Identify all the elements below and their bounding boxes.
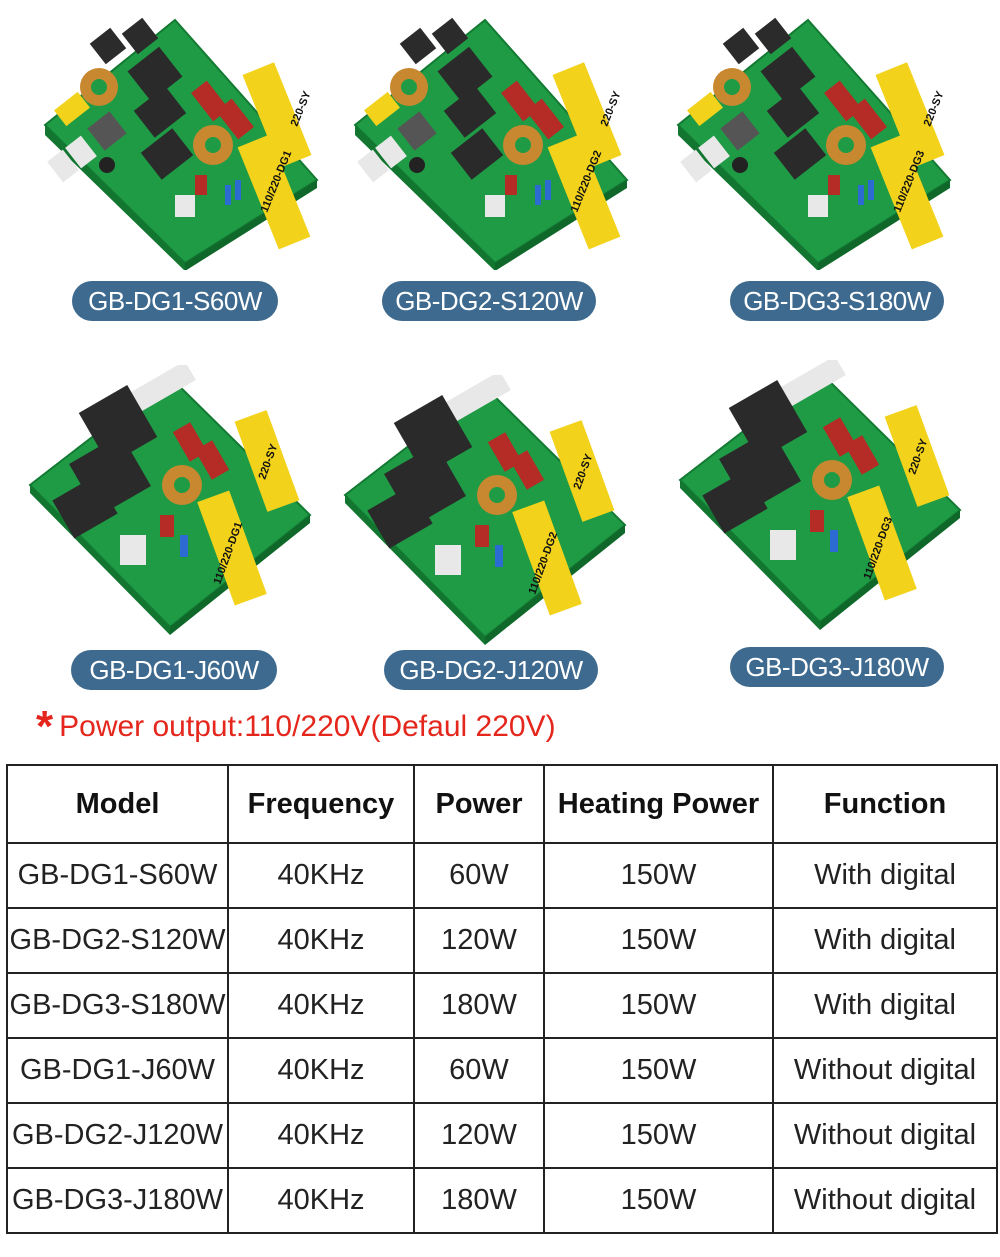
table-row: GB-DG1-S60W 40KHz 60W 150W With digital (6, 842, 998, 909)
cell-function: Without digital (772, 1037, 998, 1104)
cell-heating-power: 150W (543, 1037, 774, 1104)
cell-function: With digital (772, 842, 998, 909)
asterisk-icon: * (36, 702, 54, 751)
cell-frequency: 40KHz (227, 907, 415, 974)
cell-heating-power: 150W (543, 842, 774, 909)
product-label: GB-DG1-J60W (71, 650, 277, 690)
cell-heating-power: 150W (543, 1102, 774, 1169)
header-function: Function (772, 764, 998, 844)
cell-model: GB-DG2-J120W (6, 1102, 229, 1169)
cell-power: 60W (413, 842, 545, 909)
cell-function: Without digital (772, 1102, 998, 1169)
table-row: GB-DG2-S120W 40KHz 120W 150W With digita… (6, 907, 998, 974)
cell-power: 120W (413, 1102, 545, 1169)
cell-model: GB-DG3-J180W (6, 1167, 229, 1234)
header-power: Power (413, 764, 545, 844)
header-heating-power: Heating Power (543, 764, 774, 844)
cell-model: GB-DG2-S120W (6, 907, 229, 974)
table-header-row: Model Frequency Power Heating Power Func… (6, 764, 998, 844)
cell-frequency: 40KHz (227, 1167, 415, 1234)
cell-model: GB-DG1-J60W (6, 1037, 229, 1104)
table-row: GB-DG3-J180W 40KHz 180W 150W Without dig… (6, 1167, 998, 1234)
board-image-gb-dg3-j180w: 110/220-DG3 220-SY (670, 360, 970, 635)
cell-power: 180W (413, 1167, 545, 1234)
board-image-gb-dg1-s60w: 110/220-DG1 220-SY (35, 5, 325, 270)
product-label: GB-DG3-J180W (730, 647, 944, 687)
product-label: GB-DG1-S60W (72, 281, 278, 321)
cell-function: With digital (772, 907, 998, 974)
cell-function: Without digital (772, 1167, 998, 1234)
cell-heating-power: 150W (543, 907, 774, 974)
header-model: Model (6, 764, 229, 844)
cell-frequency: 40KHz (227, 1037, 415, 1104)
table-row: GB-DG3-S180W 40KHz 180W 150W With digita… (6, 972, 998, 1039)
cell-heating-power: 150W (543, 972, 774, 1039)
product-label: GB-DG2-S120W (382, 281, 596, 321)
cell-frequency: 40KHz (227, 972, 415, 1039)
cell-power: 180W (413, 972, 545, 1039)
cell-frequency: 40KHz (227, 1102, 415, 1169)
cell-heating-power: 150W (543, 1167, 774, 1234)
table-row: GB-DG1-J60W 40KHz 60W 150W Without digit… (6, 1037, 998, 1104)
table-row: GB-DG2-J120W 40KHz 120W 150W Without dig… (6, 1102, 998, 1169)
product-label: GB-DG3-S180W (730, 281, 944, 321)
cell-power: 60W (413, 1037, 545, 1104)
product-label: GB-DG2-J120W (384, 650, 598, 690)
cell-power: 120W (413, 907, 545, 974)
board-image-gb-dg2-s120w: 110/220-DG2 220-SY (345, 5, 635, 270)
spec-table: Model Frequency Power Heating Power Func… (6, 764, 998, 1234)
cell-model: GB-DG1-S60W (6, 842, 229, 909)
cell-function: With digital (772, 972, 998, 1039)
board-image-gb-dg2-j120w: 110/220-DG2 220-SY (335, 375, 635, 650)
header-frequency: Frequency (227, 764, 415, 844)
board-image-gb-dg3-s180w: 110/220-DG3 220-SY (668, 5, 958, 270)
power-output-text: Power output:110/220V(Defaul 220V) (59, 710, 556, 743)
board-image-gb-dg1-j60w: 110/220-DG1 220-SY (20, 365, 320, 640)
cell-model: GB-DG3-S180W (6, 972, 229, 1039)
cell-frequency: 40KHz (227, 842, 415, 909)
power-output-note: * Power output:110/220V(Defaul 220V) (36, 702, 556, 751)
